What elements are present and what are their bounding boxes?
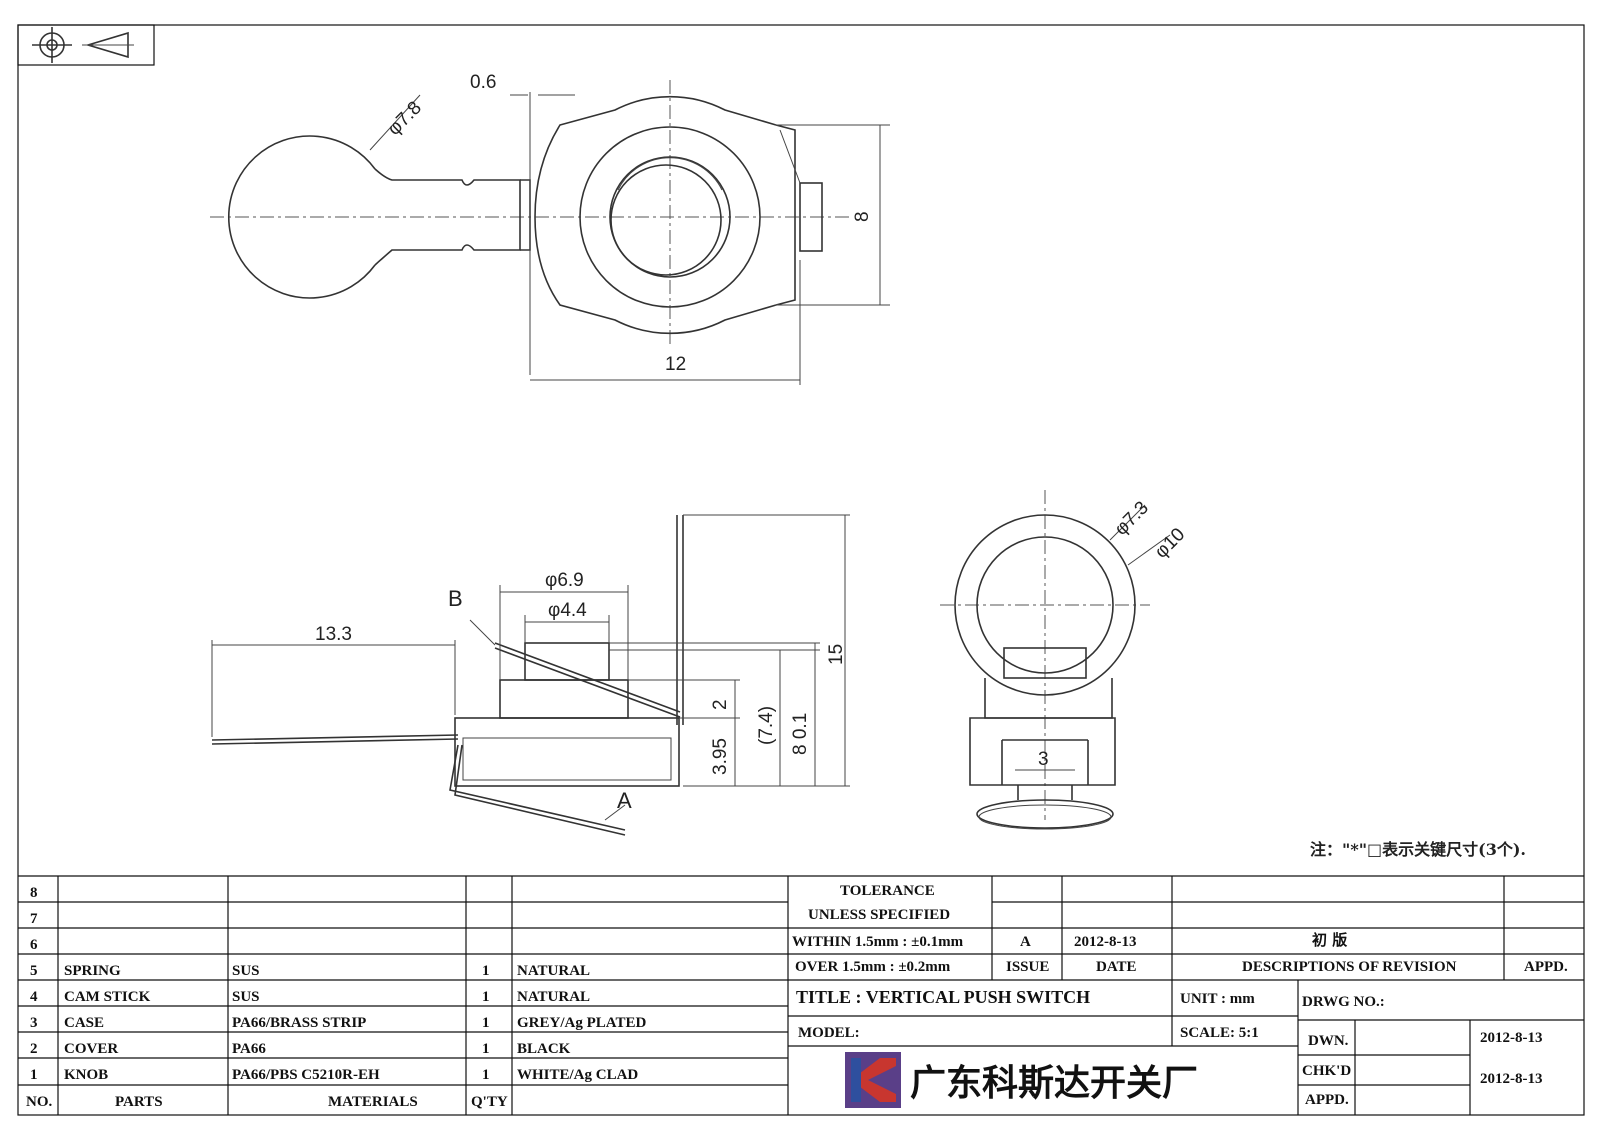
bom-cell-qty: 1 <box>482 1067 490 1083</box>
dim-knob-height: 2 <box>710 699 731 710</box>
company-name: 广东科斯达开关厂 <box>910 1063 1198 1104</box>
dim-base-height: 3.95 <box>710 738 731 775</box>
bom-cell-finish: GREY/Ag PLATED <box>517 1015 646 1031</box>
bom-cell-finish: NATURAL <box>517 963 590 979</box>
dim-height-8: 8 <box>852 211 873 222</box>
bom-cell-finish: WHITE/Ag CLAD <box>517 1067 638 1083</box>
description-header: DESCRIPTIONS OF REVISION <box>1242 959 1457 975</box>
bom-cell-material: SUS <box>232 989 260 1005</box>
unit-label: UNIT : mm <box>1180 991 1255 1007</box>
date-header: DATE <box>1096 959 1137 975</box>
bom-cell-qty: 1 <box>482 989 490 1005</box>
label-b: B <box>448 586 463 611</box>
scale-label: SCALE: 5:1 <box>1180 1025 1259 1041</box>
dim-total-height: 15 <box>826 644 847 665</box>
model-label: MODEL: <box>798 1025 860 1041</box>
bom-cell-material: PA66/BRASS STRIP <box>232 1015 366 1031</box>
top-view: φ7.8 0.6 8 12 <box>210 72 890 385</box>
bom-cell-part: CASE <box>64 1015 104 1031</box>
dim-ref-height: (7.4) <box>756 706 777 745</box>
approved-label: APPD. <box>1305 1092 1349 1108</box>
dim-knob-outer-diameter: φ6.9 <box>545 570 584 591</box>
bom-cell-part: COVER <box>64 1041 118 1057</box>
issue-header: ISSUE <box>1006 959 1049 975</box>
dim-width-12: 12 <box>665 354 686 375</box>
bom-cell-no: 7 <box>30 911 38 927</box>
bom-cell-part: SPRING <box>64 963 121 979</box>
bom-cell-qty: 1 <box>482 963 490 979</box>
drawing-title: TITLE : VERTICAL PUSH SWITCH <box>796 987 1090 1007</box>
header-parts: PARTS <box>115 1094 163 1110</box>
drawn-label: DWN. <box>1308 1033 1349 1049</box>
bom-cell-material: SUS <box>232 963 260 979</box>
revision-issue: A <box>1020 934 1031 950</box>
dim-knob-diameter: φ7.8 <box>384 98 426 140</box>
dim-ring-outer-diameter: φ10 <box>1151 524 1190 563</box>
bom-cell-part: KNOB <box>64 1067 108 1083</box>
label-a: A <box>617 788 632 813</box>
bom-cell-qty: 1 <box>482 1041 490 1057</box>
bom-cell-no: 2 <box>30 1041 38 1057</box>
bom-cell-no: 1 <box>30 1067 38 1083</box>
checked-date: 2012-8-13 <box>1480 1071 1543 1087</box>
dim-bracket-thickness: 0.6 <box>470 72 496 93</box>
front-view: 13.3 φ6.9 φ4.4 15 2 3.95 (7.4) 8 0.1 B A <box>211 514 850 836</box>
drawing-number-label: DRWG NO.: <box>1302 994 1385 1010</box>
dim-knob-inner-diameter: φ4.4 <box>548 600 587 621</box>
header-qty: Q'TY <box>471 1094 508 1110</box>
revision-description: 初 版 <box>1312 931 1347 949</box>
bom-cell-material: PA66 <box>232 1041 266 1057</box>
tolerance-over: OVER 1.5mm : ±0.2mm <box>795 959 951 975</box>
bom-cell-part: CAM STICK <box>64 989 151 1005</box>
side-view: φ7.3 φ10 3 <box>940 490 1190 830</box>
dim-slot-width: 3 <box>1038 749 1049 770</box>
dim-height-8-tol: 8 0.1 <box>790 713 811 755</box>
tolerance-unless: UNLESS SPECIFIED <box>808 907 950 923</box>
bom-cell-finish: NATURAL <box>517 989 590 1005</box>
bom-cell-material: PA66/PBS C5210R-EH <box>232 1067 380 1083</box>
sheet-border <box>17 24 1585 1116</box>
approved-header: APPD. <box>1524 959 1568 975</box>
company-logo-icon <box>845 1052 901 1108</box>
projection-symbol-icon <box>17 24 155 66</box>
header-no: NO. <box>26 1094 53 1110</box>
title-block: TOLERANCE UNLESS SPECIFIED WITHIN 1.5mm … <box>788 876 1584 1115</box>
bom-cell-no: 6 <box>30 937 38 953</box>
checked-label: CHK'D <box>1302 1063 1351 1079</box>
tolerance-within: WITHIN 1.5mm : ±0.1mm <box>792 934 964 950</box>
header-materials: MATERIALS <box>328 1094 418 1110</box>
bom-cell-finish: BLACK <box>517 1041 571 1057</box>
bom-cell-no: 5 <box>30 963 38 979</box>
key-dimension-note: 注："*"□表示关键尺寸(3个). <box>1310 840 1526 859</box>
bom-cell-no: 3 <box>30 1015 38 1031</box>
bom-cell-no: 4 <box>30 989 38 1005</box>
tolerance-title: TOLERANCE <box>840 883 935 899</box>
drawn-date: 2012-8-13 <box>1480 1030 1543 1046</box>
bom-cell-qty: 1 <box>482 1015 490 1031</box>
dim-terminal-length: 13.3 <box>315 624 352 645</box>
revision-date: 2012-8-13 <box>1074 934 1137 950</box>
bom-cell-no: 8 <box>30 885 38 901</box>
